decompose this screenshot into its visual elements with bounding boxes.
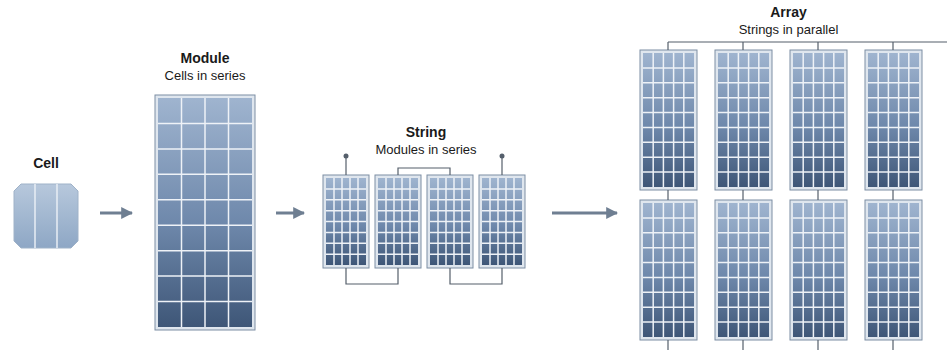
stage-group: Cell	[8, 155, 84, 251]
solar-module	[427, 175, 473, 268]
terminal-dot	[500, 154, 505, 159]
solar-module	[479, 175, 525, 268]
array-wiring	[668, 42, 947, 350]
solar-module	[640, 50, 697, 190]
stage-title: Cell	[33, 155, 59, 172]
stage-group: StringModules in series	[318, 124, 534, 290]
solar-module	[715, 200, 772, 340]
stage-group: ArrayStrings in parallel	[635, 4, 942, 346]
solar-module	[865, 50, 922, 190]
solar-module	[375, 175, 421, 268]
solar-module	[715, 50, 772, 190]
flow-arrow	[276, 212, 304, 215]
stage-title: Module	[181, 50, 230, 67]
stage-subtitle: Modules in series	[375, 141, 476, 158]
panel-group	[155, 50, 922, 340]
stage-title: Array	[770, 4, 807, 21]
solar-module	[865, 200, 922, 340]
solar-module	[790, 50, 847, 190]
stage-subtitle: Strings in parallel	[739, 21, 839, 38]
terminal-dot	[344, 154, 349, 159]
stage-group: ModuleCells in series	[148, 50, 262, 334]
stage-title: String	[406, 124, 446, 141]
stage-subtitle: Cells in series	[165, 67, 246, 84]
solar-module	[790, 200, 847, 340]
flow-arrow	[552, 212, 617, 215]
solar-cell	[14, 184, 78, 248]
flow-arrow	[100, 212, 132, 215]
solar-module	[155, 95, 255, 330]
solar-module	[640, 200, 697, 340]
solar-module	[323, 175, 369, 268]
string-wiring	[346, 158, 502, 284]
